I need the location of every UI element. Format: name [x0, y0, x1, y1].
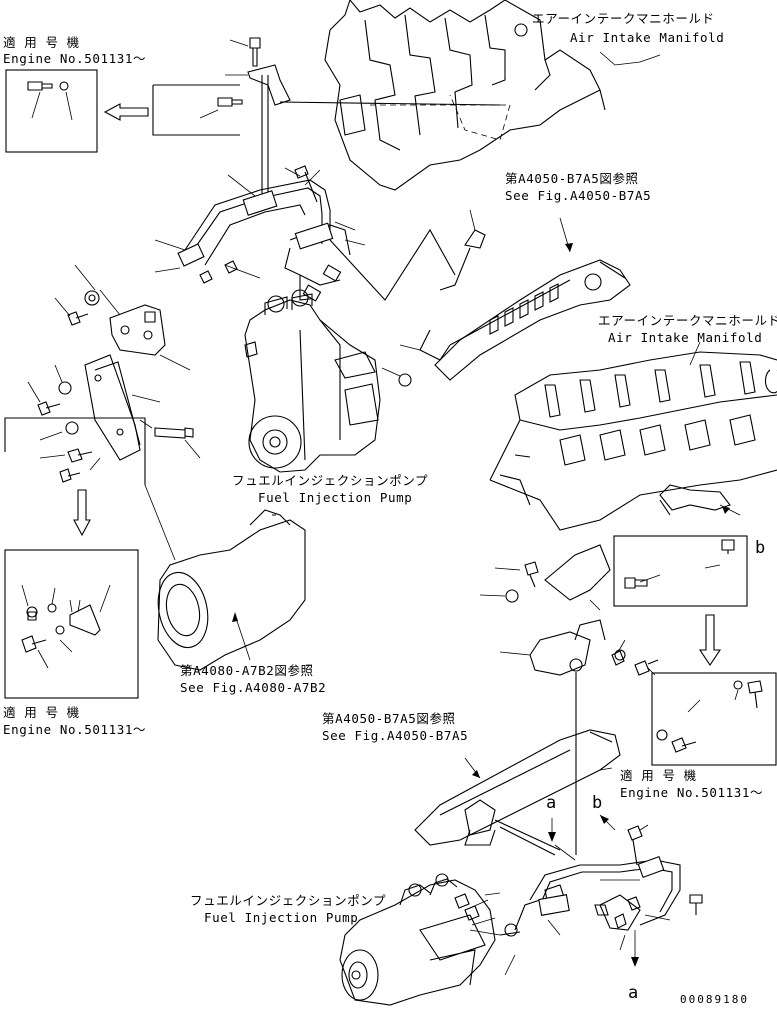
figure-ref-a7b2-en: See Fig.A4080-A7B2: [180, 680, 327, 695]
engine-block-top: [324, 0, 606, 191]
injection-pipes-bottom: [469, 824, 703, 976]
applicable-engine-label-jp-2: 適 用 号 機: [3, 705, 80, 720]
engine-block-right: [489, 341, 777, 531]
applicable-engine-label-jp-3: 適 用 号 機: [620, 768, 697, 783]
injection-pipes-top: [154, 165, 366, 302]
fuel-injection-pump-top: [244, 289, 381, 473]
figure-ref-b7a5-jp-top: 第A4050-B7A5図参照: [505, 171, 639, 186]
reference-marker-b-right: b: [755, 538, 766, 558]
pump-adapter-housing: [144, 484, 306, 671]
applicable-engine-label-en-3: Engine No.501131〜: [620, 785, 764, 800]
mid-bracket-assembly: [479, 544, 659, 855]
left-bracket-assembly: [27, 264, 201, 461]
figure-ref-b7a5-en-bottom: See Fig.A4050-B7A5: [322, 728, 469, 743]
air-intake-manifold-label-jp-mid: エアーインテークマニホールド: [598, 313, 777, 328]
common-rail-bottom: [414, 729, 621, 856]
air-intake-manifold-label-en-top: Air Intake Manifold: [570, 30, 725, 45]
fuel-injection-pump-label-en-top: Fuel Injection Pump: [258, 490, 413, 505]
upper-bracket: [225, 37, 501, 200]
applicable-engine-label-jp-1: 適 用 号 機: [3, 35, 80, 50]
applicable-engine-label-en-1: Engine No.501131〜: [3, 51, 147, 66]
detail-box-bottom-left: [4, 549, 139, 699]
detail-box-left-mid: [4, 417, 146, 537]
common-rail-top: [329, 209, 631, 387]
reference-marker-a-mid: a: [546, 793, 557, 813]
air-intake-manifold-label-jp-top: エアーインテークマニホールド: [532, 11, 715, 26]
drawing-number: 00089180: [680, 993, 749, 1006]
fuel-injection-pump-label-jp-top: フュエルインジェクションポンプ: [232, 473, 429, 488]
air-intake-manifold-label-en-mid: Air Intake Manifold: [608, 330, 763, 345]
leader-air-intake-top: [599, 51, 661, 66]
figure-ref-a7b2-jp: 第A4080-A7B2図参照: [180, 663, 314, 678]
applicable-engine-label-en-2: Engine No.501131〜: [3, 722, 147, 737]
right-bracket-b: [613, 484, 777, 766]
reference-arrows: [548, 814, 639, 967]
reference-marker-a-bottom: a: [628, 983, 639, 1003]
fuel-injection-pump-label-en-bottom: Fuel Injection Pump: [204, 910, 359, 925]
figure-ref-b7a5-en-top: See Fig.A4050-B7A5: [505, 188, 652, 203]
reference-marker-b-bottom: b: [592, 793, 603, 813]
detail-box-top-left: [5, 69, 243, 153]
fuel-injection-pump-bottom: [339, 873, 518, 1006]
fuel-injection-pump-label-jp-bottom: フュエルインジェクションポンプ: [190, 893, 387, 908]
figure-ref-b7a5-jp-bottom: 第A4050-B7A5図参照: [322, 711, 456, 726]
